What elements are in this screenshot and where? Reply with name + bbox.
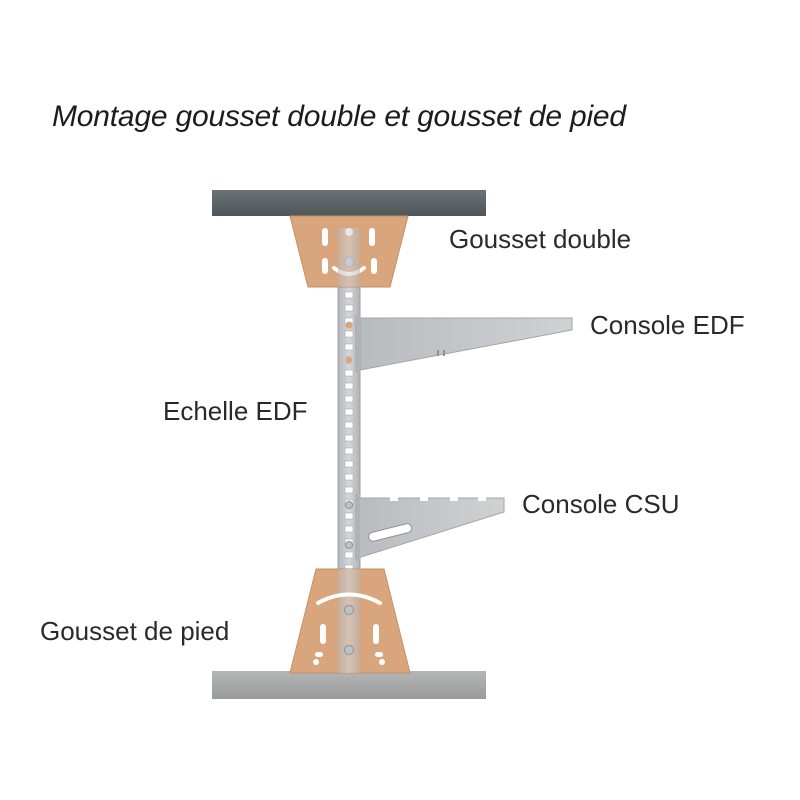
- ladder-bolts: [345, 321, 353, 549]
- ladder-slot: [344, 369, 354, 377]
- ladder-slot: [344, 330, 354, 338]
- ladder-slot: [344, 447, 354, 455]
- gousset-de-pied-plate: [289, 568, 411, 674]
- diagram-title: Montage gousset double et gousset de pie…: [52, 100, 626, 133]
- gousset-double-plate: [289, 215, 409, 288]
- label-gousset-de-pied: Gousset de pied: [40, 616, 230, 646]
- console-edf-bracket: [355, 315, 573, 372]
- label-console-csu: Console CSU: [522, 489, 680, 519]
- console-csu-bracket: [355, 494, 505, 560]
- label-console-edf: Console EDF: [590, 310, 745, 340]
- ladder-slot: [344, 551, 354, 559]
- ladder-slot: [344, 382, 354, 390]
- ladder-slot: [344, 304, 354, 312]
- ladder-slot: [344, 460, 354, 468]
- ceiling-slab: [212, 190, 486, 216]
- ladder-slot: [344, 395, 354, 403]
- label-echelle-edf: Echelle EDF: [163, 396, 308, 426]
- floor-slab: [212, 671, 486, 699]
- ladder-slot: [344, 291, 354, 299]
- ladder-slot: [344, 473, 354, 481]
- ladder-slot: [344, 408, 354, 416]
- ladder-slot: [344, 343, 354, 351]
- ladder-slot: [344, 486, 354, 494]
- label-gousset-double: Gousset double: [449, 224, 632, 254]
- ladder-slot: [344, 512, 354, 520]
- ladder-slot: [344, 434, 354, 442]
- ladder-slot: [344, 525, 354, 533]
- ladder-slot: [344, 421, 354, 429]
